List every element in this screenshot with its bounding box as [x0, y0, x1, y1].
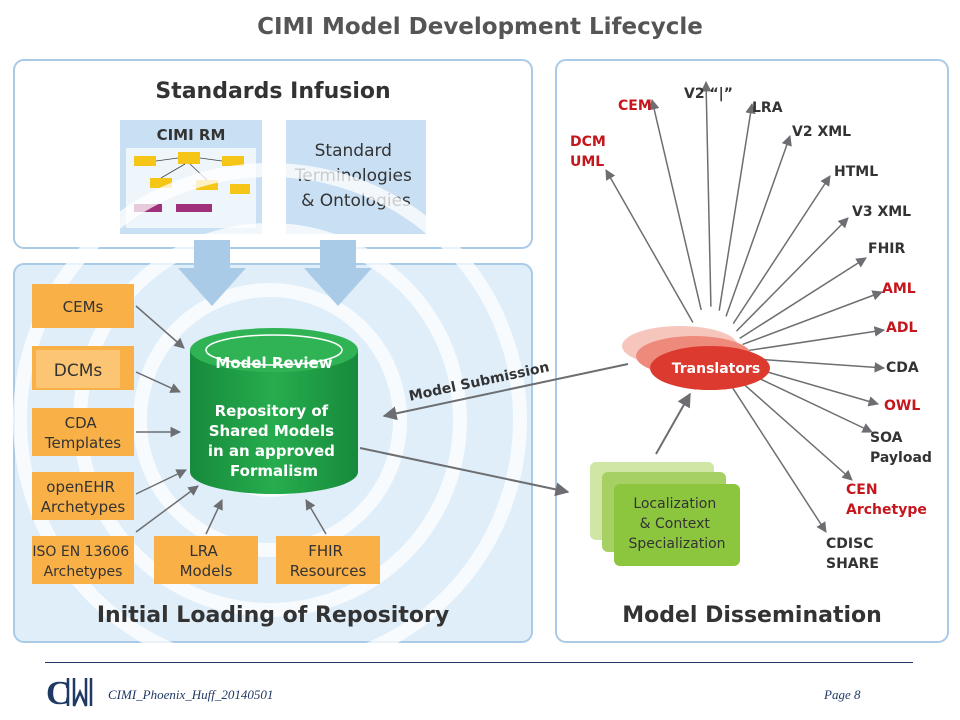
output-arrow	[742, 290, 883, 346]
translators-stack: Translators	[622, 326, 770, 390]
svg-text:DCMs: DCMs	[54, 361, 103, 381]
output-label: CDA	[886, 360, 919, 376]
output-arrow	[736, 377, 853, 481]
output-arrow	[740, 369, 873, 433]
diagram-title: CIMI Model Development Lifecycle	[257, 14, 703, 40]
output-arrow	[731, 387, 827, 533]
output-arrow	[700, 80, 712, 307]
output-arrow	[732, 175, 831, 325]
output-label: OWL	[884, 398, 920, 414]
svg-text:FHIR Resources: FHIR Resources	[290, 542, 367, 580]
dissemination-arrow	[359, 447, 570, 497]
standards-infusion-heading: Standards Infusion	[155, 79, 390, 104]
footer-divider	[45, 662, 913, 663]
output-arrow	[725, 135, 792, 317]
standards-infusion-panel: Standards Infusion CIMI RM Standard Term…	[13, 59, 533, 249]
down-arrow-icon	[178, 240, 246, 306]
output-arrow	[739, 257, 867, 339]
source-iso-13606-archetypes: ISO EN 13606 Archetypes	[32, 536, 134, 584]
repository-cylinder: Model Review Repository of Shared Models…	[190, 328, 358, 494]
output-arrow	[742, 357, 886, 373]
source-dcms: DCMs	[32, 346, 134, 390]
localization-label: Localization & Context Specialization	[628, 496, 725, 552]
svg-text:CDA Templates: CDA Templates	[44, 414, 121, 452]
model-review-label: Model Review	[215, 354, 332, 372]
footer-doc-id: CIMI_Phoenix_Huff_20140501	[108, 687, 274, 702]
output-label: CEM	[618, 98, 652, 114]
source-cems: CEMs	[32, 284, 134, 328]
localization-stack: Localization & Context Specialization	[590, 462, 740, 566]
translators-label: Translators	[672, 361, 760, 377]
svg-text:LRA Models: LRA Models	[180, 542, 233, 580]
localization-to-translators-arrow	[655, 392, 691, 455]
flow-arrows	[359, 363, 691, 497]
svg-text:CEMs: CEMs	[63, 298, 104, 316]
cimi-logo-icon: C	[46, 675, 93, 712]
svg-text:ISO EN 13606 Archetype: ISO EN 13606 Archetypes	[32, 544, 133, 580]
svg-text:C: C	[46, 675, 71, 712]
source-fhir-resources: FHIR Resources	[276, 536, 380, 584]
output-label: HTML	[834, 164, 878, 180]
initial-loading-heading: Initial Loading of Repository	[97, 603, 449, 628]
infusion-arrows	[178, 240, 372, 306]
output-label: FHIR	[868, 241, 905, 257]
output-label: ADL	[886, 320, 917, 336]
output-arrow	[605, 169, 694, 323]
down-arrow-icon	[304, 240, 372, 306]
dissemination-heading: Model Dissemination	[622, 603, 882, 628]
output-arrow	[742, 326, 886, 353]
source-arrows	[135, 305, 327, 535]
model-review-ring-icon	[205, 334, 343, 366]
submission-arrow	[382, 363, 629, 421]
output-label: V3 XML	[852, 204, 911, 220]
svg-text:openEHR Archetypes: openEHR Archetypes	[41, 478, 126, 516]
footer-page-number: Page 8	[824, 687, 861, 702]
cimi-rm-label: CIMI RM	[157, 126, 226, 144]
repository-label: Repository of Shared Models in an approv…	[208, 402, 340, 480]
source-boxes: CEMs DCMs CDA Templates openEHR Archetyp…	[32, 284, 380, 584]
output-label: V2 XML	[792, 124, 851, 140]
source-openehr-archetypes: openEHR Archetypes	[32, 472, 134, 520]
output-arrow	[735, 217, 849, 332]
output-arrow	[649, 98, 702, 311]
output-label: AML	[882, 281, 916, 297]
source-lra-models: LRA Models	[154, 536, 258, 584]
output-label: V2 “|”	[684, 86, 733, 102]
source-cda-templates: CDA Templates	[32, 408, 134, 456]
output-label: LRA	[752, 100, 783, 116]
output-arrow	[718, 102, 756, 311]
